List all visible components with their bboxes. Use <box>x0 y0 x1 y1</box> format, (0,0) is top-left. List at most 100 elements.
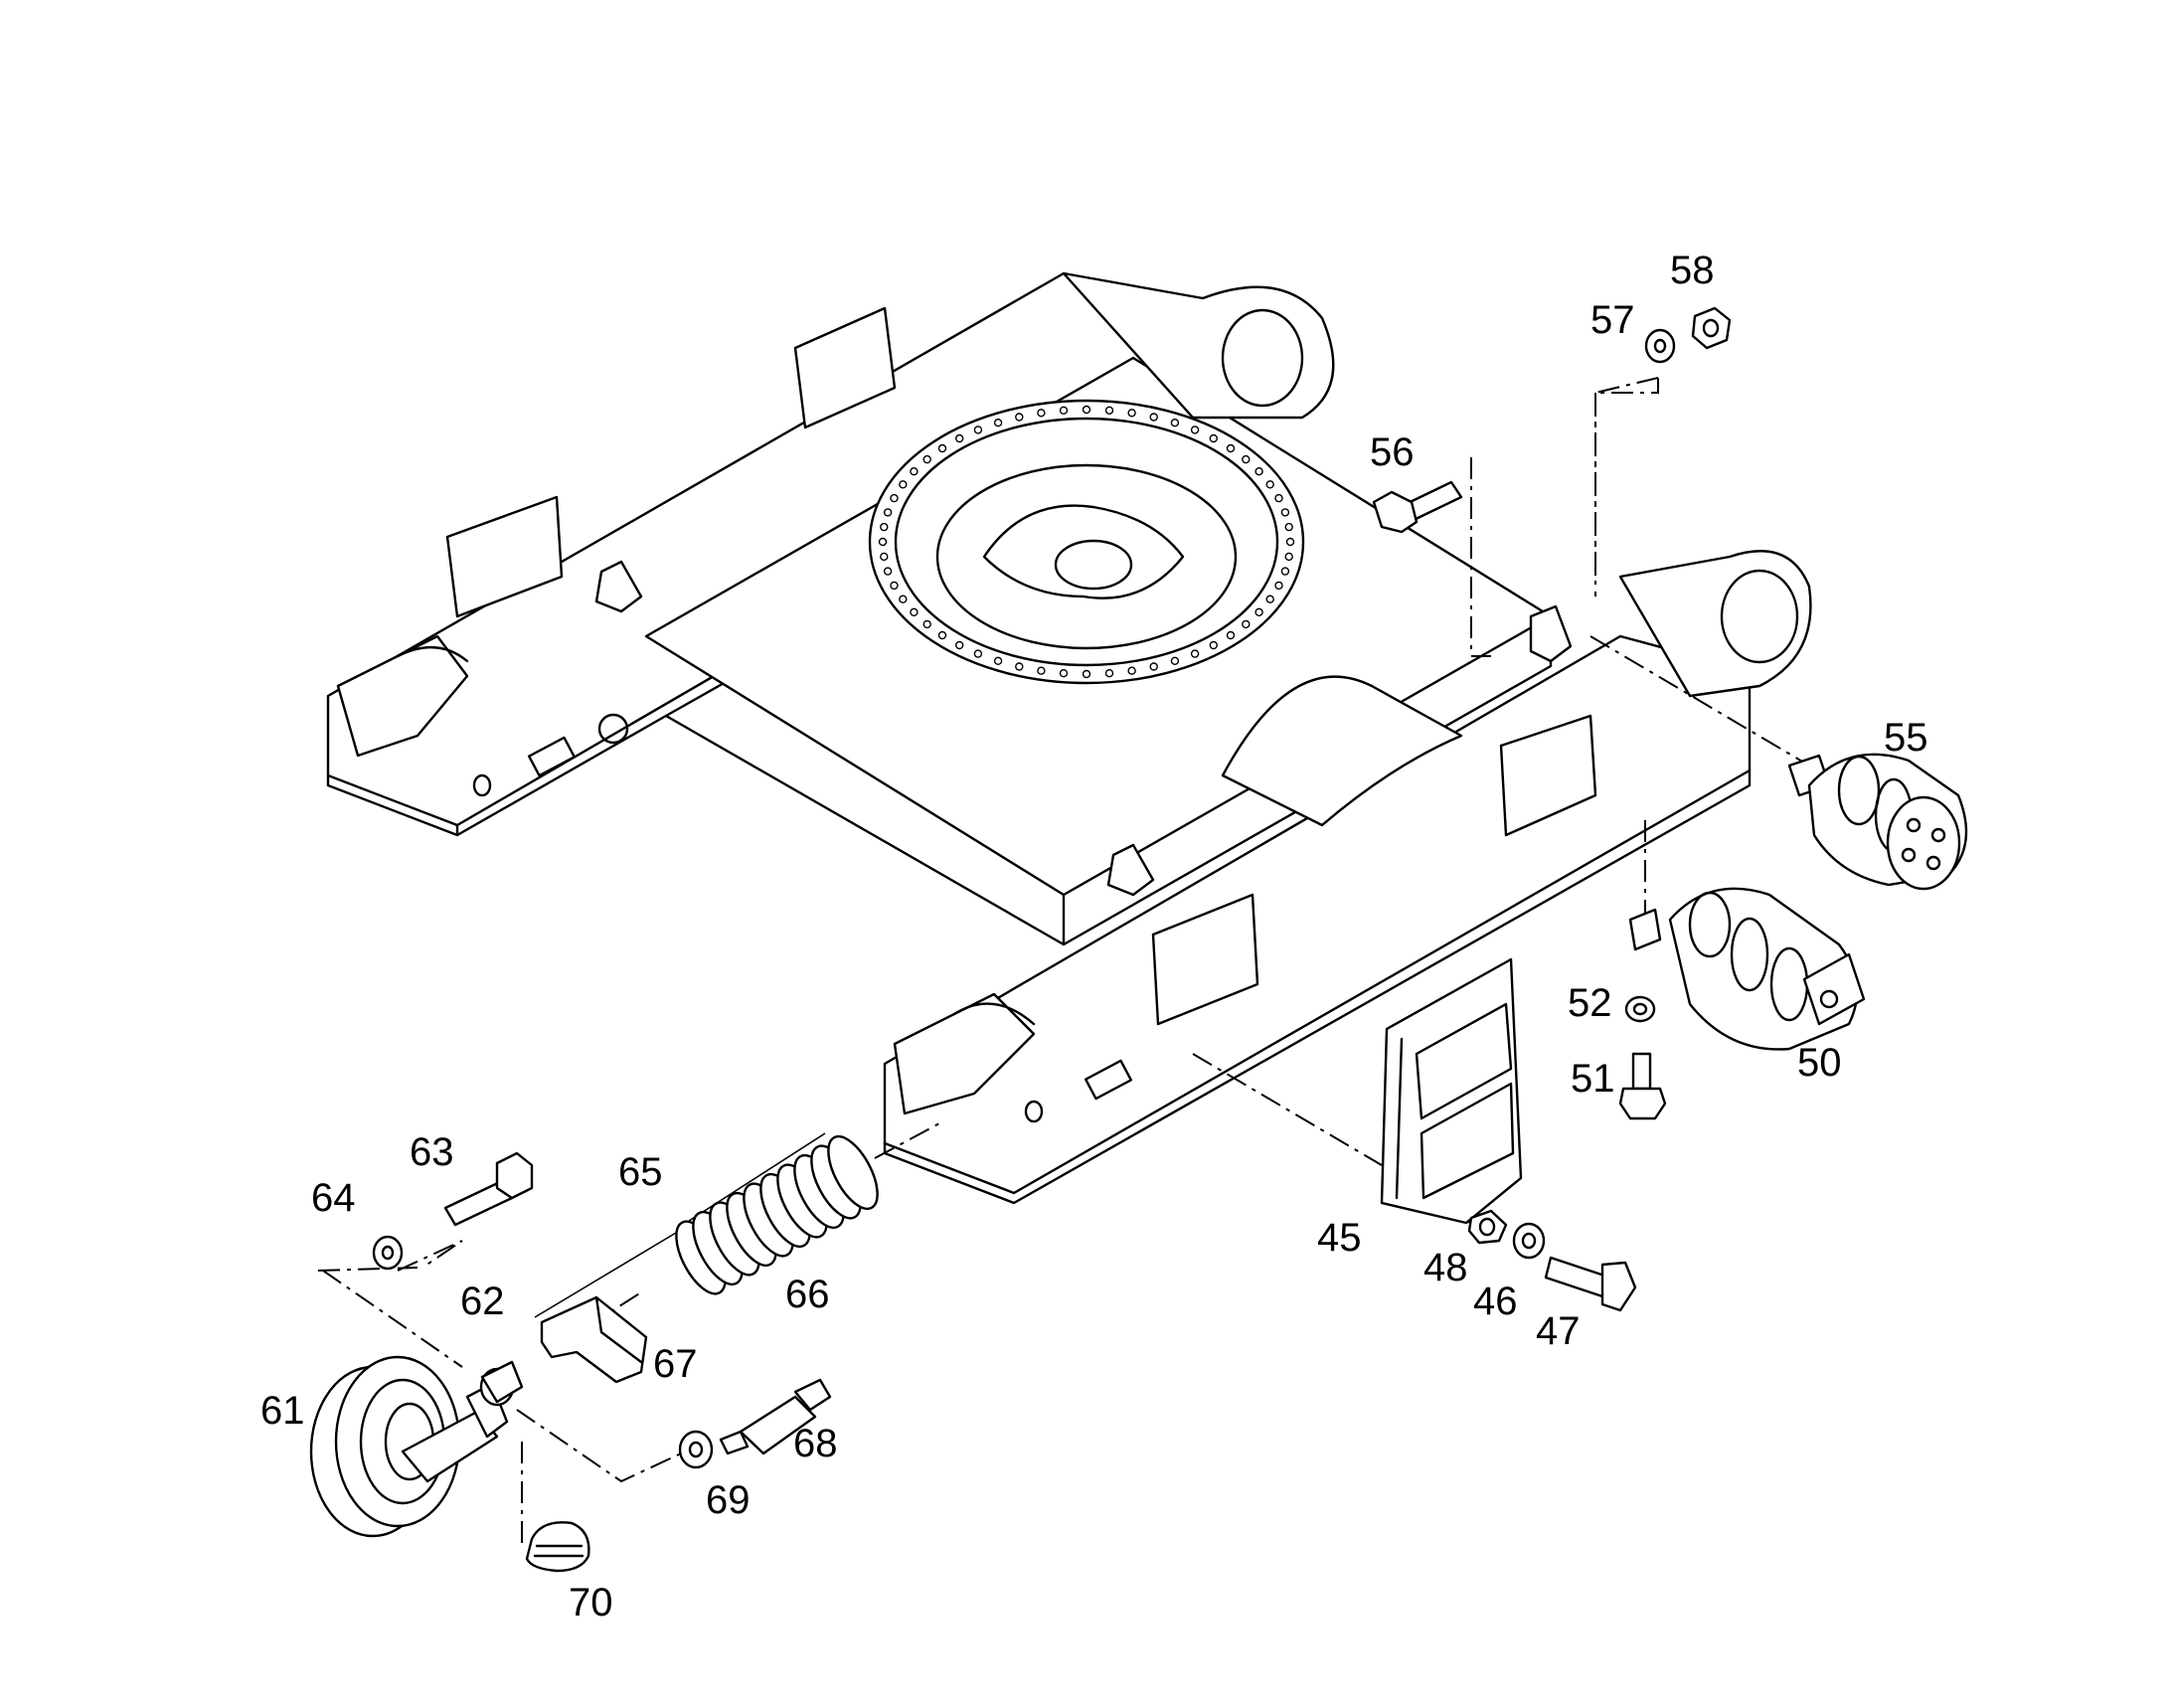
ring-bolt-hole <box>1059 669 1069 678</box>
label-68: 68 <box>793 1422 838 1465</box>
ring-bolt-hole <box>1254 467 1263 476</box>
ring-bolt-hole <box>1082 405 1091 415</box>
part-62-idler-yoke <box>401 1360 524 1483</box>
ring-bolt-hole <box>993 419 1003 427</box>
ring-bolt-hole <box>1127 666 1136 675</box>
ring-bolt-hole <box>1284 552 1293 562</box>
ring-bolt-hole <box>1082 669 1091 679</box>
ring-bolt-hole <box>1170 419 1180 427</box>
undercarriage-frame <box>326 271 1812 1205</box>
label-46: 46 <box>1473 1280 1518 1323</box>
ring-bolt-hole <box>955 640 964 650</box>
ring-bolt-hole <box>1209 640 1219 650</box>
ring-bolt-hole <box>1274 581 1283 591</box>
ring-bolt-hole <box>1285 537 1295 547</box>
ring-bolt-hole <box>910 607 919 616</box>
ring-bolt-hole <box>1127 409 1136 418</box>
part-46-washer <box>1512 1222 1546 1260</box>
part-51-bolt <box>1618 1052 1667 1120</box>
part-52-washer <box>1624 995 1656 1023</box>
part-70-plug <box>525 1521 590 1573</box>
part-labels: 45 46 47 48 50 51 52 55 56 57 58 61 62 6… <box>260 249 1928 1624</box>
part-64-washer <box>372 1235 404 1271</box>
ring-bolt-hole <box>890 493 899 503</box>
label-62: 62 <box>460 1280 505 1323</box>
part-48-nut <box>1467 1209 1508 1245</box>
label-50: 50 <box>1797 1041 1842 1085</box>
label-47: 47 <box>1536 1309 1581 1353</box>
ring-bolt-hole <box>1059 406 1069 415</box>
ring-bolt-hole <box>1284 522 1293 532</box>
ring-bolt-hole <box>1265 480 1274 489</box>
ring-bolt-hole <box>1280 567 1290 576</box>
ring-bolt-hole <box>1037 409 1046 418</box>
swing-ring-bolt-holes <box>878 405 1295 679</box>
ring-bolt-hole <box>922 619 931 629</box>
ring-bolt-hole <box>1190 649 1200 658</box>
ring-bolt-hole <box>922 454 931 464</box>
ring-bolt-hole <box>1037 666 1046 675</box>
part-56-bolt <box>1372 480 1463 534</box>
part-61-idler-wheel <box>309 1355 461 1538</box>
ring-bolt-hole <box>880 522 889 532</box>
ring-bolt-hole <box>1149 662 1158 671</box>
label-67: 67 <box>653 1342 698 1386</box>
label-52: 52 <box>1568 981 1612 1025</box>
ring-bolt-hole <box>878 537 888 547</box>
ring-bolt-hole <box>1015 413 1024 422</box>
ring-bolt-hole <box>973 649 983 658</box>
ring-bolt-hole <box>1170 656 1180 665</box>
part-50-track-roller <box>1628 887 1866 1051</box>
ring-bolt-hole <box>1242 454 1251 464</box>
ring-bolt-hole <box>890 581 899 591</box>
part-69-washer <box>678 1430 714 1469</box>
label-63: 63 <box>410 1130 454 1174</box>
ring-bolt-hole <box>1190 426 1200 434</box>
ring-bolt-hole <box>883 508 893 517</box>
part-57-washer <box>1644 328 1676 364</box>
ring-bolt-hole <box>1104 406 1114 415</box>
ring-bolt-hole <box>937 630 947 640</box>
part-63-bolt <box>443 1151 534 1227</box>
ring-bolt-hole <box>899 480 908 489</box>
label-56: 56 <box>1370 430 1415 474</box>
label-57: 57 <box>1590 298 1635 342</box>
ring-bolt-hole <box>1265 595 1274 603</box>
label-69: 69 <box>706 1478 751 1522</box>
ring-bolt-hole <box>1015 662 1024 671</box>
ring-bolt-hole <box>880 552 889 562</box>
ring-bolt-hole <box>937 443 947 453</box>
label-65: 65 <box>618 1150 663 1194</box>
ring-bolt-hole <box>1149 413 1158 422</box>
ring-bolt-hole <box>955 433 964 443</box>
ring-bolt-hole <box>1104 669 1114 678</box>
ring-bolt-hole <box>973 426 983 434</box>
label-66: 66 <box>785 1273 830 1316</box>
label-61: 61 <box>260 1389 305 1433</box>
label-58: 58 <box>1670 249 1715 292</box>
ring-bolt-hole <box>1226 443 1236 453</box>
part-67-spring-retainer <box>540 1295 648 1384</box>
ring-bolt-hole <box>1226 630 1236 640</box>
label-55: 55 <box>1884 716 1928 760</box>
label-51: 51 <box>1571 1057 1615 1101</box>
label-64: 64 <box>311 1176 356 1220</box>
ring-bolt-hole <box>1242 619 1251 629</box>
part-45-track-guard <box>1380 957 1523 1225</box>
label-48: 48 <box>1423 1246 1468 1289</box>
part-58-nut <box>1691 306 1732 350</box>
spring-coil <box>827 1134 879 1211</box>
label-45: 45 <box>1317 1216 1362 1260</box>
ring-bolt-hole <box>1209 433 1219 443</box>
ring-bolt-hole <box>883 567 893 576</box>
part-68-grease-cylinder <box>719 1378 832 1455</box>
label-70: 70 <box>569 1581 613 1624</box>
ring-bolt-hole <box>899 595 908 603</box>
ring-bolt-hole <box>993 656 1003 665</box>
ring-bolt-hole <box>1274 493 1283 503</box>
ring-bolt-hole <box>1280 508 1290 517</box>
ring-bolt-hole <box>1254 607 1263 616</box>
ring-bolt-hole <box>910 467 919 476</box>
part-47-bolt <box>1544 1256 1637 1312</box>
